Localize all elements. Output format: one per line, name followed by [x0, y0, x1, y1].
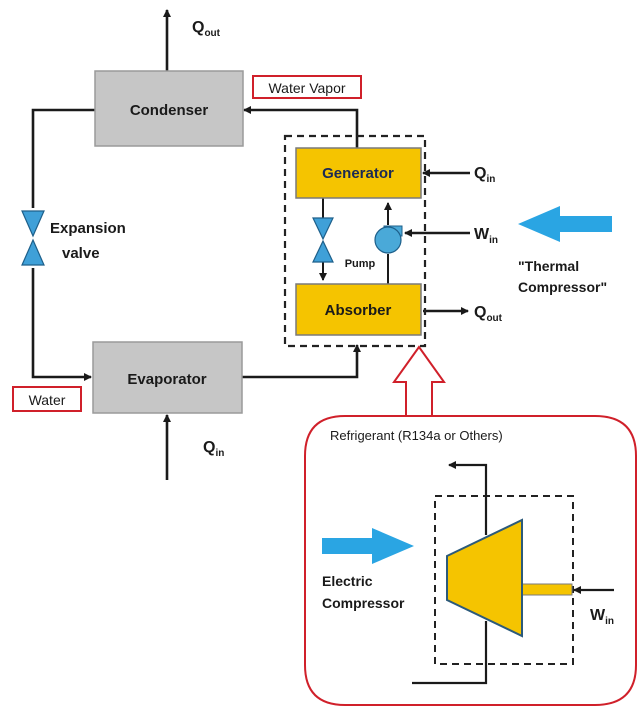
q-in-evaporator-label: Qin: [203, 439, 224, 459]
evaporator-label: Evaporator: [127, 371, 206, 388]
thermal-compressor-label-2: Compressor": [518, 279, 607, 295]
refrigerant-label: Refrigerant (R134a or Others): [330, 428, 503, 443]
condenser-to-valve-line: [31, 108, 95, 208]
w-in-pump-label: Win: [474, 226, 498, 246]
water-label: Water: [29, 392, 66, 408]
pump-icon: [374, 225, 403, 254]
compressor-inlet-line: [412, 621, 488, 685]
generator-to-condenser-line: [243, 106, 359, 148]
compressor-icon: [446, 518, 573, 638]
expansion-valve-icon: [21, 210, 45, 266]
q-out-absorber-label: Qout: [474, 304, 503, 324]
electric-compressor-label-2: Compressor: [322, 595, 405, 611]
thermal-compressor-arrow-icon: [518, 206, 612, 242]
water-box: [12, 386, 82, 412]
q-in-generator-label: Qin: [474, 165, 495, 185]
compressor-lines: [412, 461, 614, 685]
evaporator-to-absorber-line: [242, 344, 361, 379]
absorber-label: Absorber: [325, 302, 392, 319]
compressor-outlet-line: [448, 461, 488, 535]
water-vapor-box: [252, 75, 362, 99]
electric-compressor-callout-box: [304, 415, 637, 706]
generator-block: Generator: [295, 147, 422, 199]
expansion-valve-label-1: Expansion: [50, 220, 126, 237]
compressor-boundary: [434, 495, 574, 665]
condenser-label: Condenser: [130, 102, 209, 119]
thermal-compressor-boundary: [283, 134, 427, 348]
valve-to-evaporator-line: [31, 268, 92, 381]
water-vapor-label: Water Vapor: [268, 80, 345, 96]
absorber-block: Absorber: [295, 283, 422, 336]
thermal-compressor-label-1: "Thermal: [518, 258, 579, 274]
solution-loop-lines: [319, 198, 392, 284]
pump-label: Pump: [345, 258, 376, 270]
expansion-valve-label-2: valve: [62, 245, 100, 262]
condenser-block: Condenser: [94, 70, 244, 147]
generator-label: Generator: [322, 165, 394, 182]
electric-compressor-label-1: Electric: [322, 573, 373, 589]
q-out-top-label: Qout: [192, 19, 221, 39]
callout-arrow-icon: [392, 345, 446, 417]
solution-valve-icon: [312, 217, 334, 263]
electric-compressor-arrow-icon: [322, 528, 414, 564]
evaporator-block: Evaporator: [92, 341, 243, 414]
w-in-compressor-label: Win: [590, 607, 614, 627]
